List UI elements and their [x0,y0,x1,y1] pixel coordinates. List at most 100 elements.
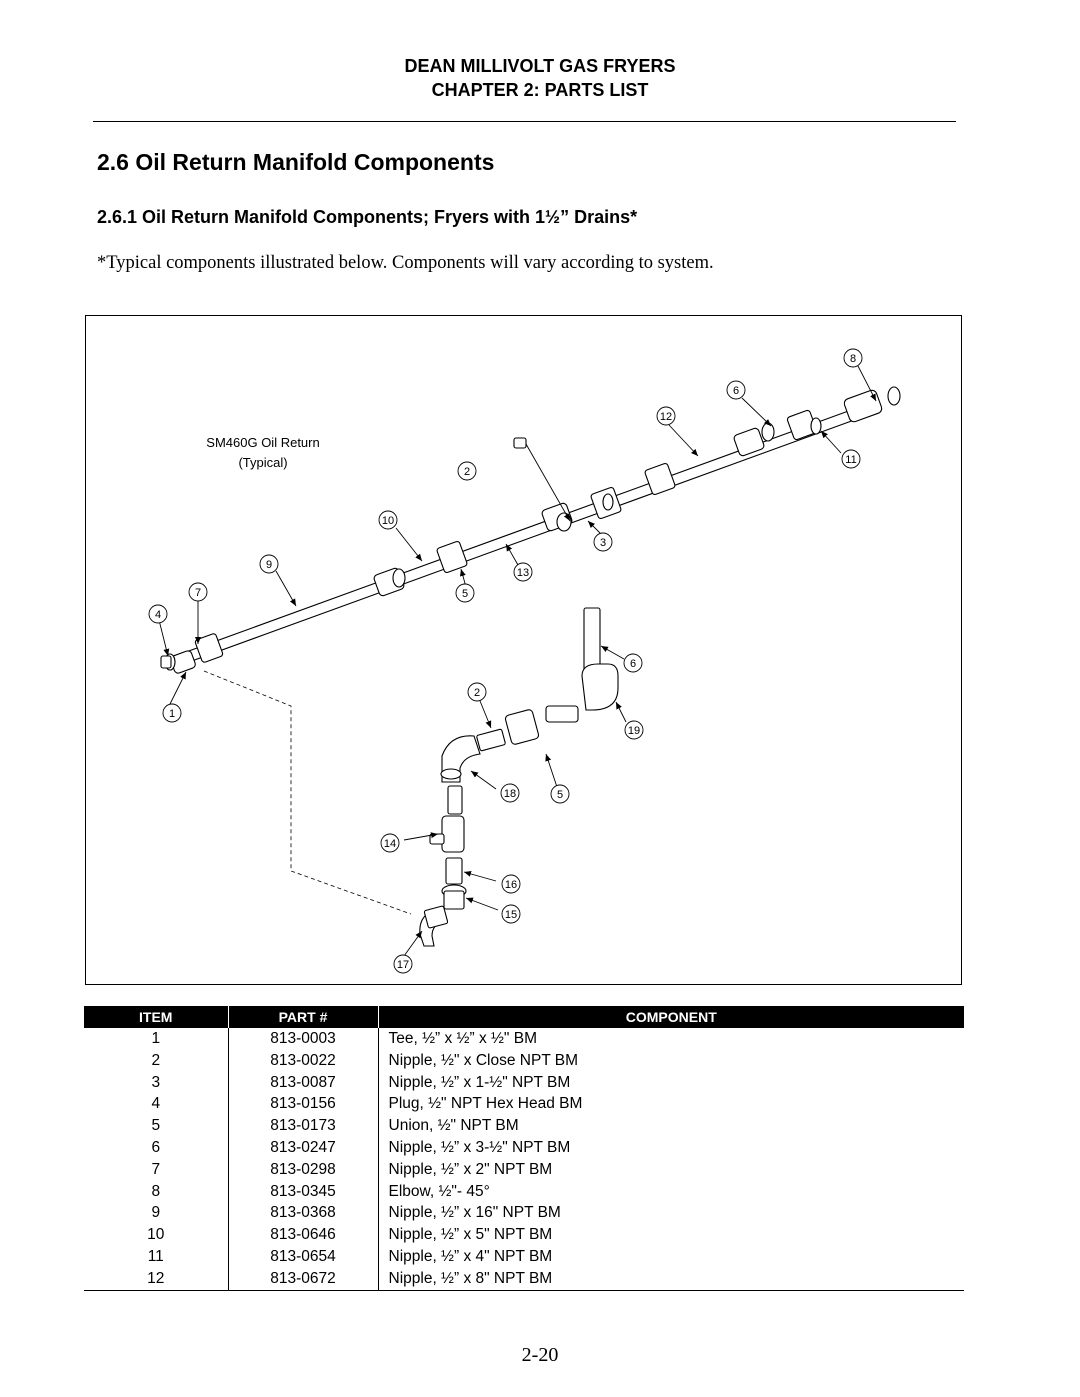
component-cell: Tee, ½” x ½” x ½" BM [377,1028,964,1050]
figure-caption: SM460G Oil Return (Typical) [183,433,343,473]
col-header-part: PART # [227,1006,378,1028]
nipple-16 [445,857,463,885]
callout-label: 2 [474,687,480,699]
routing-dashed-line [203,670,412,915]
callout-label: 12 [660,411,672,423]
component-cell: Nipple, ½” x 16" NPT BM [377,1202,964,1225]
part-cell: 813-0345 [227,1180,378,1203]
callout-label: 1 [169,708,175,720]
callout-label: 5 [557,789,563,801]
item-cell: 3 [151,1073,161,1091]
chapter-title: CHAPTER 2: PARTS LIST [431,80,649,100]
item-cell: 10 [147,1226,165,1244]
component-cell: Nipple, ½” x 1-½" NPT BM [377,1071,964,1094]
component-cell: Nipple, ½” x 3-½" NPT BM [377,1136,964,1159]
union-fitting-b [436,540,468,574]
plug-fitting [160,655,172,669]
figure-caption-line1: SM460G Oil Return [206,435,320,450]
tee-fitting-4 [733,422,775,457]
callout-label: 11 [845,454,856,466]
subsection-title: 2.6.1 Oil Return Manifold Components; Fr… [97,207,638,227]
valve-handle-14 [429,833,445,845]
union-fitting-d [644,462,676,496]
callout-label: 16 [505,879,517,891]
part-cell: 813-0087 [227,1071,378,1094]
component-cell: Union, ½" NPT BM [377,1115,964,1137]
callout-label: 9 [266,559,272,571]
callout-label: 18 [504,788,516,800]
callout-label: 3 [600,537,606,549]
component-cell: Nipple, ½” x 4" NPT BM [377,1245,964,1268]
callout-label: 15 [505,909,517,921]
callout-leaders [158,365,877,957]
union-fitting-c [590,486,622,520]
oil-return-manifold-drawing: 8 6 12 11 2 10 3 13 9 5 7 4 1 6 2 19 18 … [148,348,901,974]
parts-diagram: 8 6 12 11 2 10 3 13 9 5 7 4 1 6 2 19 18 … [85,315,962,985]
part-cell: 813-0022 [227,1049,378,1072]
callout-label: 7 [195,587,201,599]
item-cell: 7 [151,1160,161,1178]
part-cell: 813-0156 [227,1093,378,1116]
part-cell: 813-0298 [227,1158,378,1181]
item-cell: 8 [151,1182,161,1200]
union-5 [504,709,540,745]
callout-label: 4 [155,609,161,621]
tee-fitting-2 [373,567,406,597]
col-header-item: ITEM [84,1006,228,1028]
nipple-19 [545,705,579,723]
callout-label: 2 [464,466,470,478]
item-cell: 4 [151,1095,161,1113]
item-cell: 1 [151,1030,161,1047]
component-cell: Nipple, ½” x 8" NPT BM [377,1267,964,1291]
elbow-19 [581,663,619,711]
section-title: 2.6 Oil Return Manifold Components [97,149,495,175]
component-cell: Elbow, ½"- 45° [377,1180,964,1203]
part-cell: 813-0646 [227,1224,378,1246]
callout-label: 6 [630,658,636,670]
part-cell: 813-0173 [227,1115,378,1137]
col-header-component: COMPONENT [377,1006,964,1028]
valve-body-14 [441,815,465,853]
component-cell: Nipple, ½” x 2" NPT BM [377,1158,964,1181]
nipple-18 [447,785,463,815]
close-nipple-2 [476,728,506,752]
union-fitting-a [194,633,224,663]
header-divider [93,121,956,122]
part-cell: 813-0654 [227,1245,378,1268]
callout-label: 10 [382,515,394,527]
component-cell: Nipple, ½” x 5" NPT BM [377,1224,964,1246]
manifold-fittings [160,386,901,674]
figure-caption-line2: (Typical) [238,455,288,470]
loose-close-nipple [513,437,527,449]
part-cell: 813-0247 [227,1136,378,1159]
callout-label: 6 [733,385,739,397]
part-cell: 813-0003 [227,1028,378,1050]
part-cell: 813-0672 [227,1267,378,1291]
callout-label: 19 [628,725,640,737]
page-number: 2-20 [521,1344,559,1366]
typical-components-note: *Typical components illustrated below. C… [97,253,714,273]
item-cell: 6 [151,1138,161,1156]
component-cell: Nipple, ½" x Close NPT BM [377,1049,964,1072]
item-cell: 11 [147,1247,164,1265]
callout-label: 14 [384,838,396,850]
callout-label: 5 [462,588,468,600]
part-cell: 813-0368 [227,1202,378,1225]
component-cell: Plug, ½" NPT Hex Head BM [377,1093,964,1116]
item-cell: 12 [84,1267,228,1291]
document-header-title: DEAN MILLIVOLT GAS FRYERS [404,56,676,76]
item-cell: 5 [151,1117,161,1135]
item-cell: 9 [151,1204,161,1222]
